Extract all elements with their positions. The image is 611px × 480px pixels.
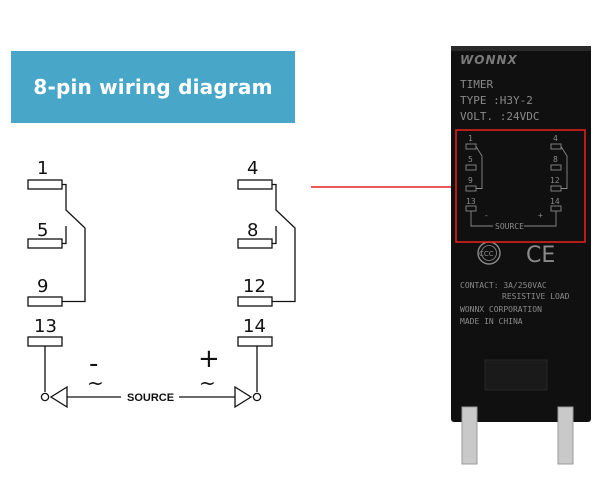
ccc-mark-text: CCC bbox=[479, 250, 494, 258]
mini-label-5: 5 bbox=[468, 155, 473, 164]
pin-9-label: 9 bbox=[37, 276, 48, 297]
mini-label-14: 14 bbox=[550, 197, 560, 206]
timer-relay bbox=[451, 46, 591, 465]
mini-right-wire bbox=[560, 146, 568, 189]
pin-5-label: 5 bbox=[37, 220, 48, 241]
mini-label-12: 12 bbox=[550, 176, 560, 185]
mini-pin-8 bbox=[550, 164, 562, 171]
left-pin-group bbox=[27, 179, 121, 409]
left-ac-tilde: ~ bbox=[87, 371, 104, 395]
pin-9-terminal bbox=[27, 296, 63, 307]
pin-1-terminal bbox=[27, 179, 63, 190]
relay-housing bbox=[451, 46, 591, 422]
right-nc-contact-wire bbox=[272, 226, 277, 245]
ccc-mark-inner-icon bbox=[481, 245, 497, 261]
mini-label-1: 1 bbox=[468, 134, 473, 143]
mini-label-4: 4 bbox=[553, 134, 558, 143]
pin-1-label: 1 bbox=[37, 158, 48, 179]
negative-sign: - bbox=[89, 349, 98, 379]
ce-mark: CE bbox=[526, 243, 555, 268]
left-common-contact-wire bbox=[62, 183, 86, 303]
pin-4-terminal bbox=[237, 179, 273, 190]
right-ac-tilde: ~ bbox=[199, 371, 216, 395]
mini-source-line bbox=[470, 211, 557, 227]
source-label: SOURCE bbox=[127, 392, 174, 404]
relay-resistive-load: RESISTIVE LOAD bbox=[502, 292, 570, 301]
relay-top-edge bbox=[451, 46, 591, 51]
relay-right-pin bbox=[557, 406, 574, 465]
left-source-arrow bbox=[49, 385, 68, 409]
mini-pin-5 bbox=[465, 164, 477, 171]
relay-origin: MADE IN CHINA bbox=[460, 317, 523, 326]
relay-brand: WONNX bbox=[460, 53, 518, 67]
right-common-contact-wire bbox=[272, 183, 296, 303]
mini-label-13: 13 bbox=[466, 197, 476, 206]
mini-source-label: SOURCE bbox=[495, 222, 524, 231]
relay-base-recess bbox=[484, 359, 548, 391]
right-pin-group bbox=[179, 179, 296, 409]
mini-label-9: 9 bbox=[468, 176, 473, 185]
pin-13-terminal bbox=[27, 336, 63, 347]
pin-4-label: 4 bbox=[247, 158, 258, 179]
relay-contact-rating: CONTACT: 3A/250VAC bbox=[460, 281, 547, 290]
diagram-title: 8-pin wiring diagram bbox=[33, 75, 273, 99]
mini-label-8: 8 bbox=[553, 155, 558, 164]
relay-maker: WONNX CORPORATION bbox=[460, 305, 542, 314]
relay-line-timer: TIMER bbox=[460, 78, 493, 91]
positive-sign: + bbox=[198, 344, 220, 374]
pin-12-terminal bbox=[237, 296, 273, 307]
pin-8-label: 8 bbox=[247, 220, 258, 241]
relay-mini-diagram bbox=[465, 143, 568, 227]
relay-left-pin bbox=[461, 406, 478, 465]
pin-12-label: 12 bbox=[243, 276, 266, 297]
highlight-box bbox=[455, 129, 586, 243]
relay-line-type: TYPE :H3Y-2 bbox=[460, 94, 533, 107]
pin-14-terminal bbox=[237, 336, 273, 347]
left-source-terminal bbox=[40, 392, 50, 402]
mini-plus: + bbox=[538, 211, 543, 220]
right-source-terminal bbox=[252, 392, 262, 402]
mini-minus: - bbox=[484, 211, 489, 220]
pin-14-label: 14 bbox=[243, 316, 266, 337]
diagram-title-banner: 8-pin wiring diagram bbox=[11, 51, 295, 123]
mini-left-wire bbox=[475, 146, 483, 189]
pin-13-label: 13 bbox=[34, 316, 57, 337]
left-nc-contact-wire bbox=[62, 226, 67, 245]
right-source-arrow bbox=[234, 385, 253, 409]
relay-line-volt: VOLT. :24VDC bbox=[460, 110, 539, 123]
